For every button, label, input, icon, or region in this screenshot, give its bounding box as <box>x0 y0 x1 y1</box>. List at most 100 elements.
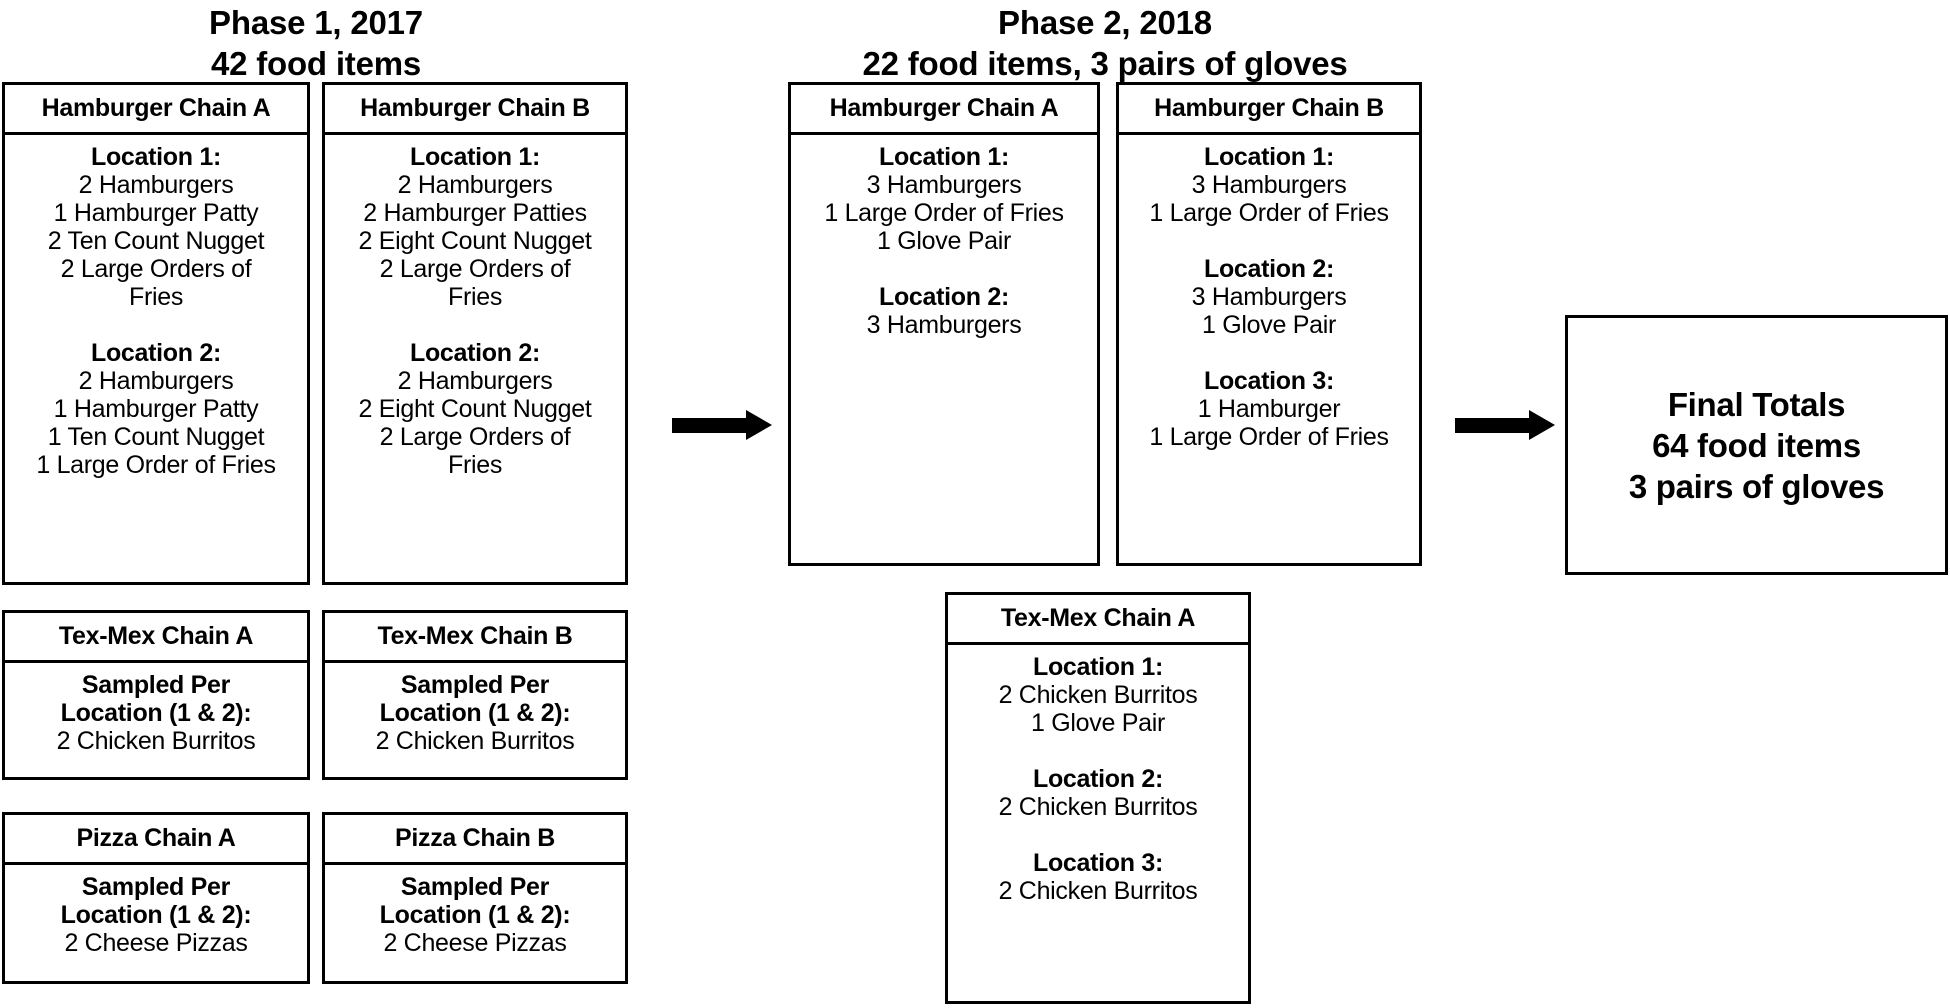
location-heading: Location 1: <box>90 143 222 171</box>
final-totals-box: Final Totals 64 food items 3 pairs of gl… <box>1565 315 1948 575</box>
phase2-header: Phase 2, 2018 22 food items, 3 pairs of … <box>788 2 1422 84</box>
location-item: 2 Hamburgers <box>397 171 553 199</box>
phase1-hamburger-chain-b-title: Hamburger Chain B <box>325 85 625 135</box>
location-group: Location 1: 2 Hamburgers 1 Hamburger Pat… <box>10 143 302 311</box>
location-item: 1 Hamburger <box>1197 395 1341 423</box>
sampled-item: 2 Chicken Burritos <box>56 727 256 755</box>
location-heading: Location 2: <box>878 283 1010 311</box>
phase2-hamburger-chain-a-body: Location 1: 3 Hamburgers 1 Large Order o… <box>791 135 1097 345</box>
location-item: 1 Glove Pair <box>1202 311 1336 339</box>
phase1-pizza-chain-a-box: Pizza Chain A Sampled Per Location (1 & … <box>2 812 310 984</box>
location-item: 1 Large Order of Fries <box>36 451 276 479</box>
phase1-subtitle: 42 food items <box>210 45 422 82</box>
final-totals-food-items: 64 food items <box>1652 426 1861 464</box>
phase2-hamburger-chain-b-box: Hamburger Chain B Location 1: 3 Hamburge… <box>1116 82 1422 566</box>
phase1-hamburger-chain-a-title: Hamburger Chain A <box>5 85 307 135</box>
location-group: Location 2: 2 Hamburgers 2 Eight Count N… <box>330 339 620 479</box>
location-item: 2 Large Orders of <box>379 255 571 283</box>
sampled-item: 2 Chicken Burritos <box>375 727 575 755</box>
phase2-texmex-chain-a-body: Location 1: 2 Chicken Burritos 1 Glove P… <box>948 645 1248 911</box>
sampled-item: 2 Cheese Pizzas <box>64 929 248 957</box>
sampled-heading-line1: Sampled Per <box>400 873 550 901</box>
sampled-heading-line1: Sampled Per <box>81 671 231 699</box>
phase2-texmex-chain-a-title: Tex-Mex Chain A <box>948 595 1248 645</box>
location-heading: Location 1: <box>409 143 541 171</box>
location-item: 2 Chicken Burritos <box>998 681 1198 709</box>
location-item: 2 Large Orders of <box>379 423 571 451</box>
location-item: 1 Glove Pair <box>877 227 1011 255</box>
sampled-item: 2 Cheese Pizzas <box>383 929 567 957</box>
location-item: 3 Hamburgers <box>1191 283 1347 311</box>
location-heading: Location 3: <box>1203 367 1335 395</box>
location-item: 1 Hamburger Patty <box>53 395 259 423</box>
location-heading: Location 1: <box>1032 653 1164 681</box>
phase1-header: Phase 1, 2017 42 food items <box>2 2 630 84</box>
location-item: 1 Large Order of Fries <box>1149 423 1389 451</box>
location-heading: Location 3: <box>1032 849 1164 877</box>
location-item: 1 Large Order of Fries <box>824 199 1064 227</box>
location-item: Fries <box>447 283 503 311</box>
phase2-texmex-chain-a-box: Tex-Mex Chain A Location 1: 2 Chicken Bu… <box>945 592 1251 1004</box>
sampled-heading-line1: Sampled Per <box>81 873 231 901</box>
final-totals-heading: Final Totals <box>1667 385 1846 423</box>
sampled-heading-line2: Location (1 & 2): <box>379 699 571 727</box>
location-item: 2 Eight Count Nugget <box>358 395 592 423</box>
phase1-pizza-chain-b-title: Pizza Chain B <box>325 815 625 865</box>
location-item: 2 Eight Count Nugget <box>358 227 592 255</box>
location-heading: Location 1: <box>1203 143 1335 171</box>
location-item: 2 Hamburgers <box>397 367 553 395</box>
phase2-subtitle: 22 food items, 3 pairs of gloves <box>862 45 1348 82</box>
location-item: 3 Hamburgers <box>866 171 1022 199</box>
phase1-texmex-chain-b-box: Tex-Mex Chain B Sampled Per Location (1 … <box>322 610 628 780</box>
location-item: 1 Hamburger Patty <box>53 199 259 227</box>
phase1-pizza-chain-b-box: Pizza Chain B Sampled Per Location (1 & … <box>322 812 628 984</box>
location-item: 1 Ten Count Nugget <box>47 423 265 451</box>
phase2-title: Phase 2, 2018 <box>998 4 1212 41</box>
location-heading: Location 2: <box>1203 255 1335 283</box>
location-item: 3 Hamburgers <box>1191 171 1347 199</box>
phase1-texmex-chain-b-title: Tex-Mex Chain B <box>325 613 625 663</box>
phase1-pizza-chain-a-title: Pizza Chain A <box>5 815 307 865</box>
location-item: 2 Large Orders of <box>60 255 252 283</box>
right-arrow-icon-phase2-to-totals <box>1455 410 1555 440</box>
location-item: 2 Ten Count Nugget <box>47 227 265 255</box>
phase1-hamburger-chain-b-box: Hamburger Chain B Location 1: 2 Hamburge… <box>322 82 628 585</box>
location-group: Location 1: 3 Hamburgers 1 Large Order o… <box>796 143 1092 255</box>
location-heading: Location 1: <box>878 143 1010 171</box>
sampled-heading-line1: Sampled Per <box>400 671 550 699</box>
location-heading: Location 2: <box>1032 765 1164 793</box>
location-group: Location 1: 2 Chicken Burritos 1 Glove P… <box>953 653 1243 737</box>
location-item: 2 Hamburgers <box>78 171 234 199</box>
phase1-texmex-chain-b-body: Sampled Per Location (1 & 2): 2 Chicken … <box>325 663 625 761</box>
phase1-texmex-chain-a-body: Sampled Per Location (1 & 2): 2 Chicken … <box>5 663 307 761</box>
phase2-hamburger-chain-a-box: Hamburger Chain A Location 1: 3 Hamburge… <box>788 82 1100 566</box>
location-group: Location 3: 1 Hamburger 1 Large Order of… <box>1124 367 1414 451</box>
location-item: 3 Hamburgers <box>866 311 1022 339</box>
phase2-hamburger-chain-b-title: Hamburger Chain B <box>1119 85 1419 135</box>
phase1-hamburger-chain-a-body: Location 1: 2 Hamburgers 1 Hamburger Pat… <box>5 135 307 485</box>
sampled-heading-line2: Location (1 & 2): <box>60 699 252 727</box>
location-heading: Location 2: <box>90 339 222 367</box>
location-group: Location 2: 3 Hamburgers <box>796 283 1092 339</box>
location-item: Fries <box>128 283 184 311</box>
location-item: 2 Hamburger Patties <box>363 199 587 227</box>
location-group: Location 3: 2 Chicken Burritos <box>953 849 1243 905</box>
location-item: 2 Chicken Burritos <box>998 877 1198 905</box>
sampled-heading-line2: Location (1 & 2): <box>379 901 571 929</box>
location-group: Location 2: 3 Hamburgers 1 Glove Pair <box>1124 255 1414 339</box>
right-arrow-icon-phase1-to-phase2 <box>672 410 772 440</box>
phase2-hamburger-chain-a-title: Hamburger Chain A <box>791 85 1097 135</box>
phase1-pizza-chain-b-body: Sampled Per Location (1 & 2): 2 Cheese P… <box>325 865 625 963</box>
location-item: 2 Hamburgers <box>78 367 234 395</box>
final-totals-gloves: 3 pairs of gloves <box>1628 467 1885 505</box>
phase2-hamburger-chain-b-body: Location 1: 3 Hamburgers 1 Large Order o… <box>1119 135 1419 457</box>
location-item: 1 Large Order of Fries <box>1149 199 1389 227</box>
sampled-heading-line2: Location (1 & 2): <box>60 901 252 929</box>
location-group: Location 2: 2 Chicken Burritos <box>953 765 1243 821</box>
phase1-pizza-chain-a-body: Sampled Per Location (1 & 2): 2 Cheese P… <box>5 865 307 963</box>
location-item: 1 Glove Pair <box>1031 709 1165 737</box>
phase1-texmex-chain-a-box: Tex-Mex Chain A Sampled Per Location (1 … <box>2 610 310 780</box>
location-item: 2 Chicken Burritos <box>998 793 1198 821</box>
phase1-title: Phase 1, 2017 <box>209 4 423 41</box>
